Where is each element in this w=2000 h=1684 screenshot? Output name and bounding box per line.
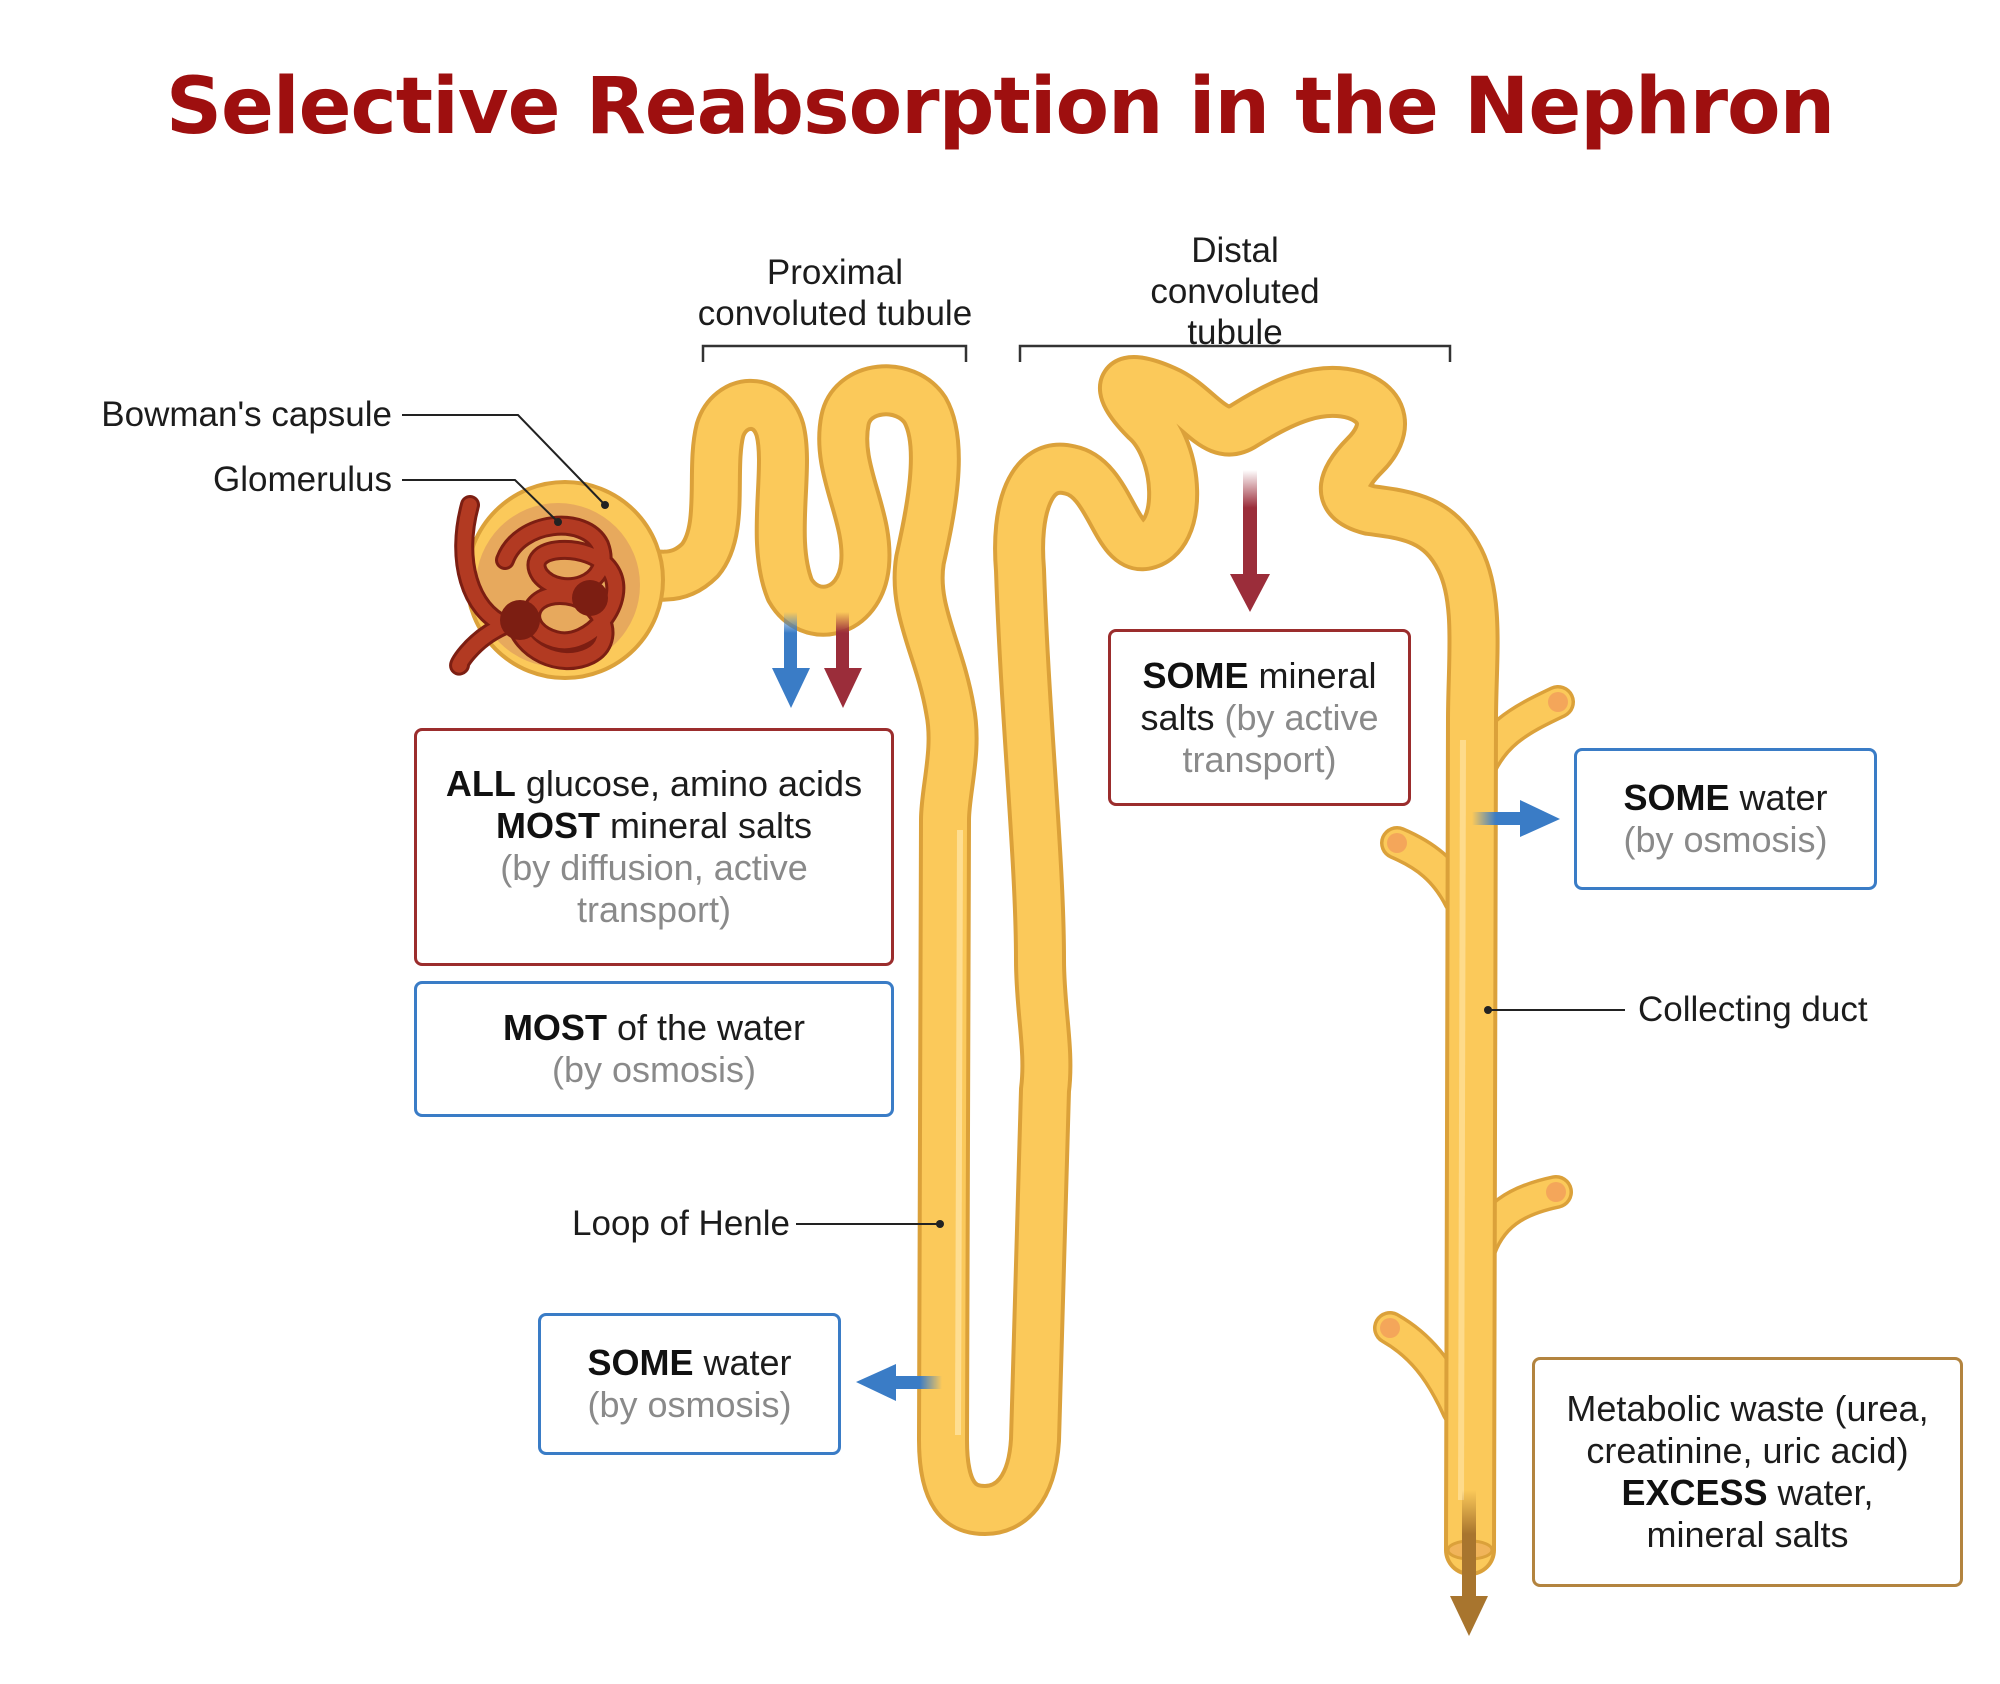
page-title: Selective Reabsorption in the Nephron: [165, 62, 1835, 152]
arrow-loop-water-blue: [856, 1364, 942, 1401]
box-pct-solutes: ALL glucose, amino acids MOST mineral sa…: [414, 728, 894, 966]
box-urine-contents: Metabolic waste (urea, creatinine, uric …: [1532, 1357, 1963, 1587]
pct-bracket: [701, 344, 968, 362]
nephron-tubule: [586, 355, 1500, 1576]
leader-dots: [554, 501, 1492, 1228]
dct-bracket: [1018, 344, 1452, 362]
arrow-urine-out-brown: [1450, 1490, 1488, 1636]
box-dct-salts: SOME mineral salts (by active transport): [1108, 629, 1411, 806]
label-bowmans-capsule: Bowman's capsule: [101, 395, 392, 434]
box-pct-water: MOST of the water (by osmosis): [414, 981, 894, 1117]
label-loop-of-henle: Loop of Henle: [572, 1204, 790, 1243]
box-loop-water: SOME water (by osmosis): [538, 1313, 841, 1455]
box-duct-water: SOME water (by osmosis): [1574, 748, 1877, 890]
label-proximal-convoluted-tubule: Proximal convoluted tubule: [697, 253, 973, 333]
label-distal-convoluted-tubule: Distal convoluted tubule: [1150, 231, 1320, 352]
arrow-duct-water-blue: [1472, 800, 1560, 837]
arrow-pct-water-blue: [772, 612, 810, 708]
label-collecting-duct: Collecting duct: [1638, 990, 1868, 1029]
leader-lines: [402, 414, 1625, 1225]
glomerulus-shape: [449, 495, 626, 676]
label-glomerulus: Glomerulus: [213, 460, 392, 499]
arrow-dct-salts-red: [1230, 470, 1270, 612]
arrow-pct-solutes-red: [824, 612, 862, 708]
